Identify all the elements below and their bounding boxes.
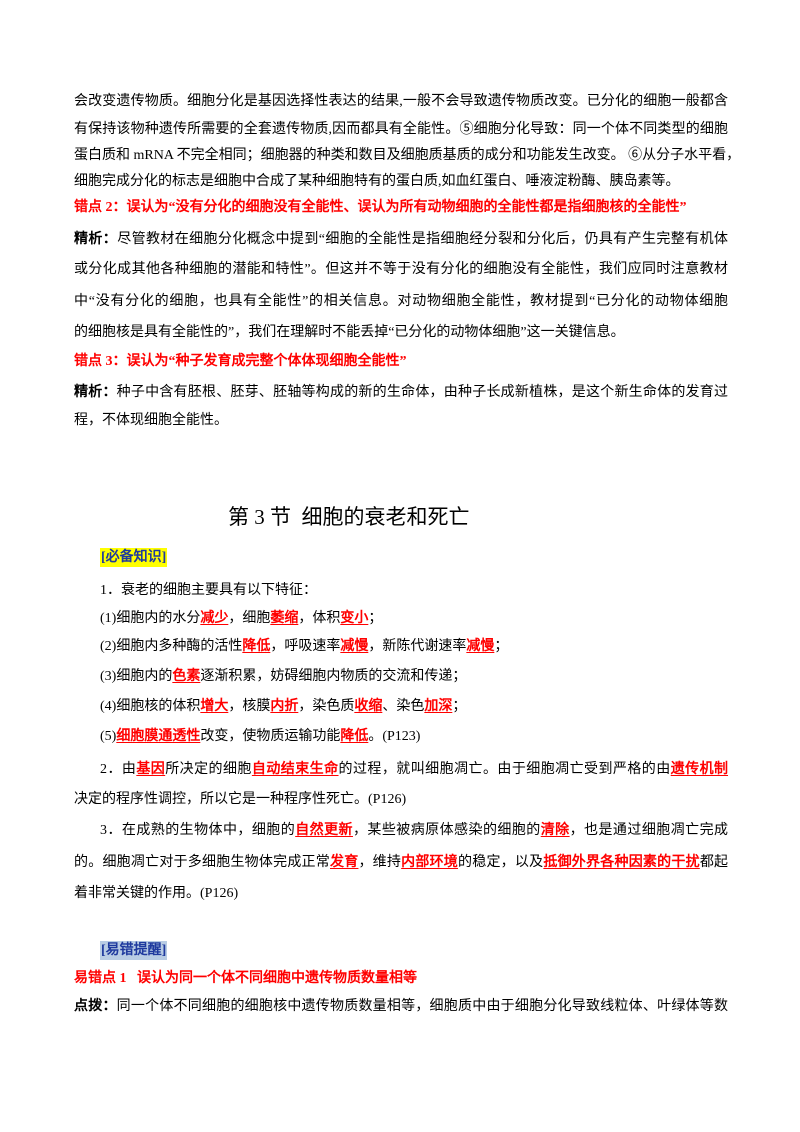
required-knowledge-tag: [必备知识] — [100, 548, 168, 567]
feature-text: ，新陈代谢速率 — [368, 639, 467, 654]
easy-errors-tag: [易错提醒] — [100, 941, 168, 960]
error-point-2-analysis-line: 中“没有分化的细胞，也具有全能性”的相关信息。对动物细胞全能性，教材提到“已分化… — [74, 294, 728, 309]
key-term: 加深 — [424, 699, 453, 714]
item-text: 的过程，就叫细胞凋亡。由于细胞凋亡受到严格的由 — [338, 762, 671, 777]
key-term: 降低 — [340, 729, 369, 744]
feature-text: (4)细胞核的体积 — [100, 699, 201, 714]
analysis-text: 种子中含有胚根、胚芽、胚轴等构成的新的生命体，由种子长成新植株，是这个新生命体的… — [116, 385, 729, 400]
body-text-line: 有保持该物种遗传所需要的全套遗传物质,因而都具有全能性。⑤细胞分化导致：同一个体… — [74, 122, 728, 137]
body-text-line: 细胞完成分化的标志是细胞中合成了某种细胞特有的蛋白质,如血红蛋白、唾液淀粉酶、胰… — [74, 174, 680, 189]
key-term: 基因 — [136, 762, 166, 777]
hint-text: 同一个体不同细胞的细胞核中遗传物质数量相等，细胞质中由于细胞分化导致线粒体、叶绿… — [116, 999, 729, 1014]
knowledge-item-2-line: 决定的程序性调控，所以它是一种程序性死亡。(P126) — [74, 792, 407, 807]
knowledge-item-3-line: 3．在成熟的生物体中，细胞的自然更新，某些被病原体感染的细胞的清除，也是通过细胞… — [100, 821, 728, 841]
key-term: 细胞膜通透性 — [116, 729, 201, 744]
feature-text: ，呼吸速率 — [270, 639, 341, 654]
feature-text: 逐渐积累，妨碍细胞内物质的交流和传递； — [200, 669, 467, 684]
feature-item-4: (4)细胞核的体积增大，核膜内折，染色质收缩、染色加深； — [100, 697, 728, 717]
feature-text: ，染色质 — [298, 699, 355, 714]
analysis-text: 尽管教材在细胞分化概念中提到“细胞的全能性是指细胞经分裂和分化后，仍具有产生完整… — [117, 232, 728, 247]
hint-label: 点拨： — [74, 999, 117, 1014]
feature-text: ； — [494, 639, 509, 654]
item-text: 都起 — [699, 855, 729, 870]
item-text: 2．由 — [100, 762, 137, 777]
feature-text: (2)细胞内多种酶的活性 — [100, 639, 243, 654]
knowledge-item-3-line: 着非常关键的作用。(P126) — [74, 886, 239, 901]
feature-text: ，核膜 — [228, 699, 271, 714]
key-term: 色素 — [172, 669, 201, 684]
error-point-3-analysis-line: 程，不体现细胞全能性。 — [74, 413, 228, 428]
feature-text: ，细胞 — [228, 611, 271, 626]
analysis-label: 精析： — [74, 385, 117, 400]
error-point-3-title: 错点 3：误认为“种子发育成完整个体体现细胞全能性” — [74, 354, 407, 369]
easy-error-hint-line: 点拨：同一个体不同细胞的细胞核中遗传物质数量相等，细胞质中由于细胞分化导致线粒体… — [74, 997, 728, 1017]
item-text: 所决定的细胞 — [165, 762, 252, 777]
feature-text: (5) — [100, 729, 117, 744]
key-term: 减慢 — [466, 639, 495, 654]
analysis-label: 精析： — [74, 232, 118, 247]
feature-item-3: (3)细胞内的色素逐渐积累，妨碍细胞内物质的交流和传递； — [100, 667, 728, 687]
feature-text: (3)细胞内的 — [100, 669, 173, 684]
item-text: 3．在成熟的生物体中，细胞的 — [100, 823, 296, 838]
key-term: 萎缩 — [270, 611, 299, 626]
error-point-2-analysis-line: 精析：尽管教材在细胞分化概念中提到“细胞的全能性是指细胞经分裂和分化后，仍具有产… — [74, 230, 728, 250]
key-term: 增大 — [200, 699, 229, 714]
feature-item-2: (2)细胞内多种酶的活性降低，呼吸速率减慢，新陈代谢速率减慢； — [100, 637, 728, 657]
feature-text: ； — [368, 611, 383, 626]
item-text: 的稳定，以及 — [458, 855, 544, 870]
knowledge-item-3-line: 的。细胞凋亡对于多细胞生物体完成正常发育，维持内部环境的稳定，以及抵御外界各种因… — [74, 853, 728, 873]
item-text: 的。细胞凋亡对于多细胞生物体完成正常 — [74, 855, 330, 870]
error-point-2-analysis-line: 的细胞核是具有全能性的”，我们在理解时不能丢掉“已分化的动物体细胞”这一关键信息… — [74, 325, 625, 340]
body-text-line: 蛋白质和 mRNA 不完全相同；细胞器的种类和数目及细胞质基质的成分和功能发生改… — [74, 148, 741, 163]
error-point-2-analysis-line: 或分化成其他各种细胞的潜能和特性”。但这并不等于没有分化的细胞没有全能性，我们应… — [74, 262, 728, 277]
feature-text: (1)细胞内的水分 — [100, 611, 201, 626]
key-term: 自然更新 — [295, 823, 353, 838]
key-term: 变小 — [340, 611, 369, 626]
feature-item-1: (1)细胞内的水分减少，细胞萎缩，体积变小； — [100, 609, 728, 629]
feature-text: ，体积 — [298, 611, 341, 626]
key-term: 内折 — [270, 699, 299, 714]
key-term: 抵御外界各种因素的干扰 — [543, 855, 700, 870]
body-text-line: 会改变遗传物质。细胞分化是基因选择性表达的结果,一般不会导致遗传物质改变。已分化… — [74, 94, 728, 109]
key-term: 自动结束生命 — [251, 762, 339, 777]
easy-error-point-1-title: 易错点 1 误认为同一个体不同细胞中遗传物质数量相等 — [74, 971, 417, 986]
error-point-3-analysis-line: 精析：种子中含有胚根、胚芽、胚轴等构成的新的生命体，由种子长成新植株，是这个新生… — [74, 383, 728, 403]
key-term: 减慢 — [340, 639, 369, 654]
knowledge-item-2-line: 2．由基因所决定的细胞自动结束生命的过程，就叫细胞凋亡。由于细胞凋亡受到严格的由… — [100, 760, 728, 780]
error-point-2-title: 错点 2：误认为“没有分化的细胞没有全能性、误认为所有动物细胞的全能性都是指细胞… — [74, 200, 687, 215]
feature-text: 改变，使物质运输功能 — [200, 729, 341, 744]
feature-text: 。(P123) — [368, 729, 421, 744]
key-term: 降低 — [242, 639, 271, 654]
key-term: 遗传机制 — [670, 762, 729, 777]
item-text: ，维持 — [358, 855, 402, 870]
key-term: 发育 — [330, 855, 359, 870]
key-term: 减少 — [200, 611, 229, 626]
feature-text: ； — [452, 699, 467, 714]
feature-item-5: (5)细胞膜通透性改变，使物质运输功能降低。(P123) — [100, 727, 728, 747]
item-text: ，也是通过细胞凋亡完成 — [569, 823, 729, 838]
key-term: 清除 — [540, 823, 570, 838]
item-text: ，某些被病原体感染的细胞的 — [352, 823, 541, 838]
key-term: 收缩 — [354, 699, 383, 714]
section-title: 第 3 节 细胞的衰老和死亡 — [228, 505, 470, 529]
key-term: 内部环境 — [401, 855, 459, 870]
feature-text: 、染色 — [382, 699, 425, 714]
knowledge-intro: 1．衰老的细胞主要具有以下特征： — [100, 583, 317, 598]
